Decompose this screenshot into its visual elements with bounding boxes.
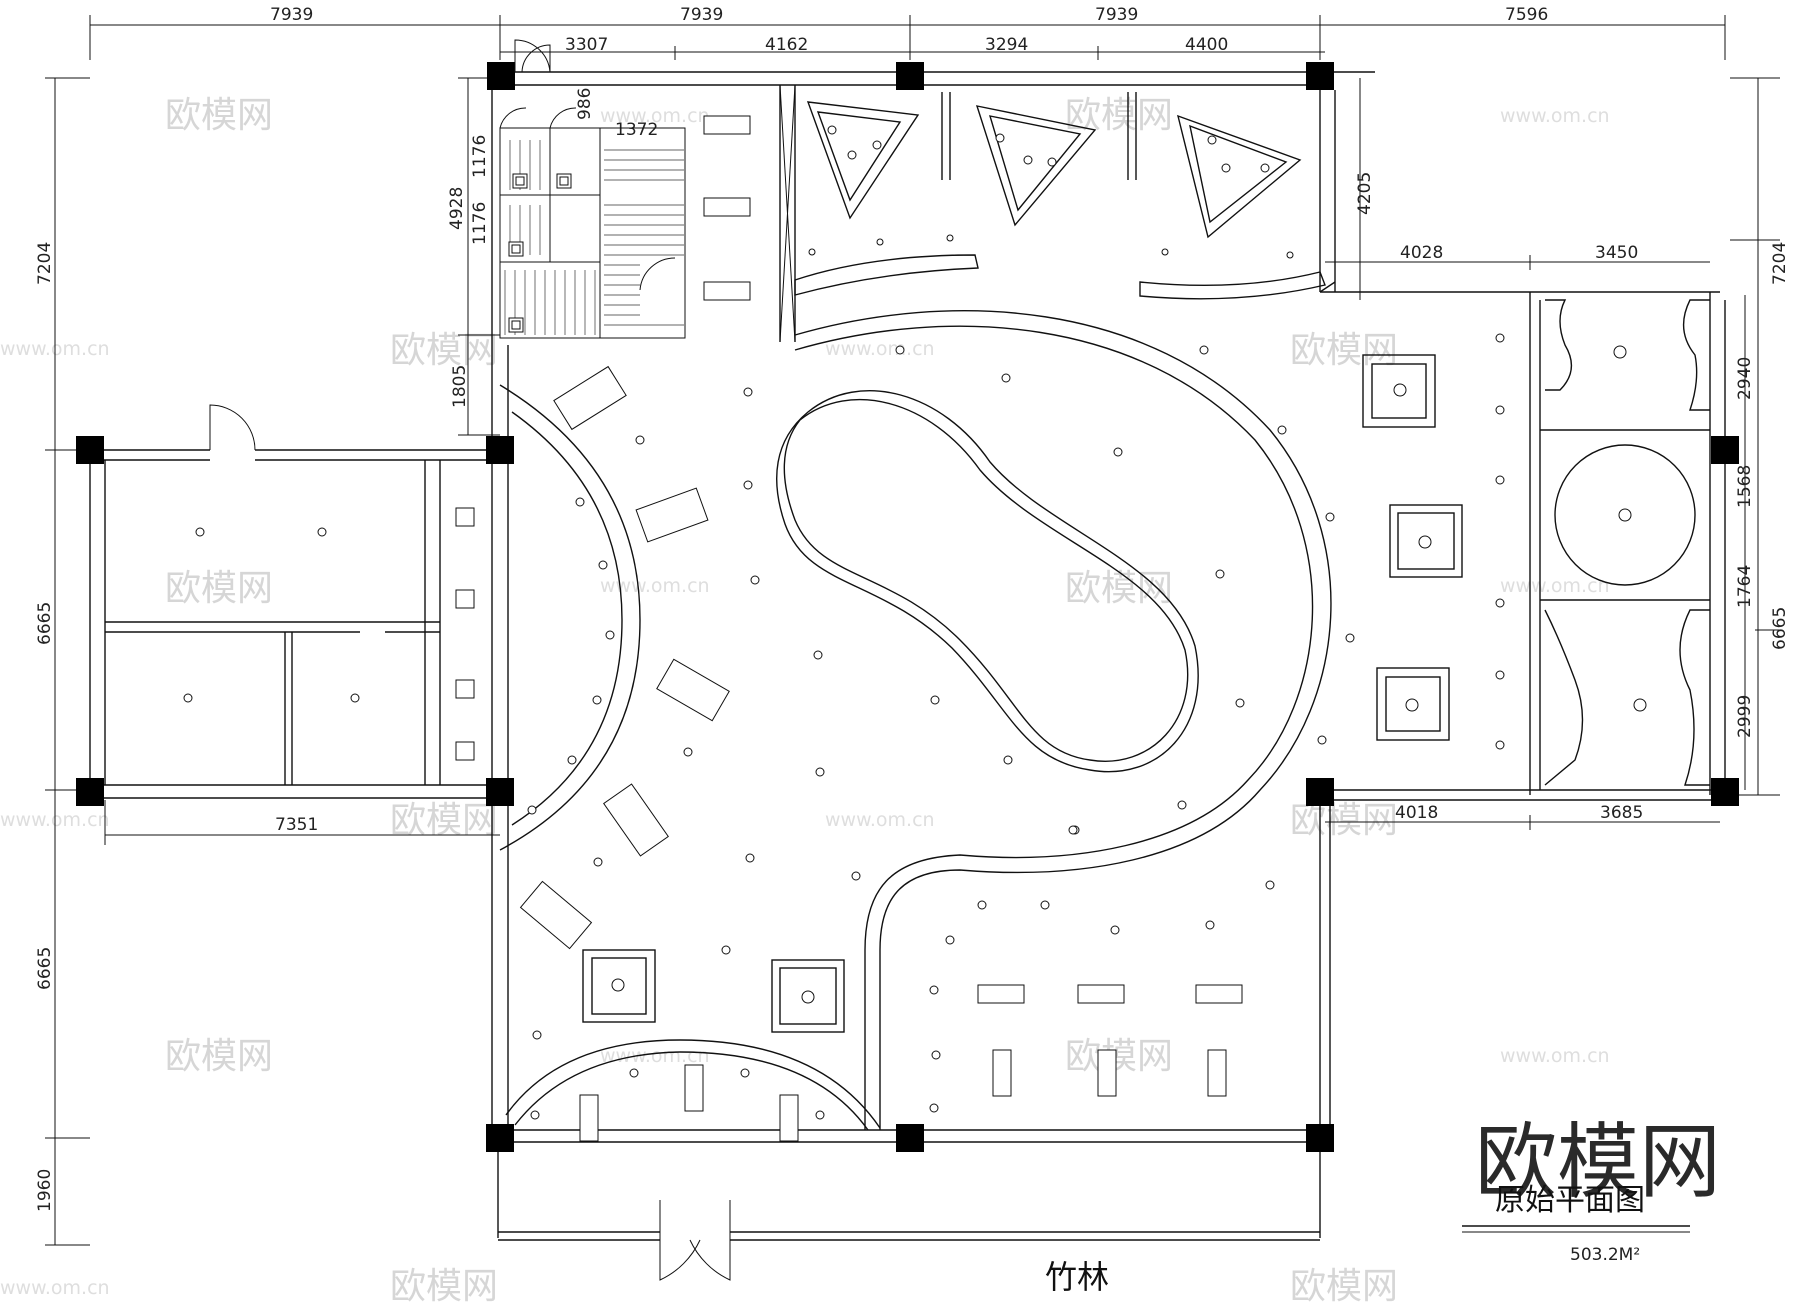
walls	[89, 71, 1726, 1241]
dimension-label: 6665	[35, 602, 55, 645]
watermark-url: www.om.cn	[1500, 575, 1610, 597]
watermark-url: www.om.cn	[600, 1045, 710, 1067]
dimension-label: 1764	[1735, 565, 1755, 608]
dimension-label: 7939	[270, 5, 313, 25]
watermark-url: www.om.cn	[600, 575, 710, 597]
dimension-label: 1372	[615, 120, 658, 140]
dimension-label: 3685	[1600, 803, 1643, 823]
column	[1306, 1124, 1334, 1152]
dimension-lines	[45, 15, 1780, 1246]
column	[1711, 778, 1739, 806]
dimension-label: 7939	[1095, 5, 1138, 25]
entrance-door	[659, 1200, 731, 1281]
column	[487, 62, 515, 90]
dimension-label: 2999	[1735, 695, 1755, 738]
downlights	[183, 125, 1647, 1120]
dimension-label: 4205	[1355, 172, 1375, 215]
dimension-label: 3307	[565, 35, 608, 55]
dimension-label: 4400	[1185, 35, 1228, 55]
dimension-label: 1960	[35, 1169, 55, 1212]
ceiling-features	[499, 84, 1332, 1131]
watermark-brand: 欧模网	[1290, 330, 1398, 371]
column	[896, 1124, 924, 1152]
dimension-label: 6665	[35, 947, 55, 990]
column	[1306, 62, 1334, 90]
watermark-brand: 欧模网	[1065, 95, 1173, 136]
watermark-url: www.om.cn	[825, 809, 935, 831]
column	[76, 436, 104, 464]
watermark-url: www.om.cn	[1500, 1045, 1610, 1067]
dimension-label: 7596	[1505, 5, 1548, 25]
dimension-label: 1805	[450, 365, 470, 408]
area-label: 503.2M²	[1570, 1245, 1640, 1265]
watermark-url: www.om.cn	[600, 105, 710, 127]
watermark-url: www.om.cn	[1500, 105, 1610, 127]
light-panels	[455, 115, 1710, 1142]
bamboo-label: 竹林	[1045, 1258, 1109, 1296]
watermark-brand: 欧模网	[1290, 800, 1398, 841]
dimension-label: 1176	[470, 135, 490, 178]
dimension-label: 3294	[985, 35, 1028, 55]
dimension-label: 1176	[470, 202, 490, 245]
watermark-brand: 欧模网	[390, 1266, 498, 1304]
dimension-label: 4162	[765, 35, 808, 55]
dimension-label: 4928	[447, 187, 467, 230]
watermark-brand: 欧模网	[1065, 1036, 1173, 1077]
column	[486, 778, 514, 806]
dimension-label: 7939	[680, 5, 723, 25]
column	[1306, 778, 1334, 806]
column	[486, 436, 514, 464]
dimension-label: 7351	[275, 815, 318, 835]
dimension-label: 1568	[1735, 465, 1755, 508]
column	[896, 62, 924, 90]
watermark-brand: 欧模网	[390, 330, 498, 371]
watermark-url: www.om.cn	[825, 338, 935, 360]
watermark-layer: 欧模网 欧模网 欧模网 欧模网 欧模网 欧模网 欧模网 欧模网 欧模网 欧模网 …	[0, 95, 1610, 1304]
watermark-brand: 欧模网	[165, 568, 273, 609]
dimension-label: 4028	[1400, 243, 1443, 263]
dimension-label: 2940	[1735, 357, 1755, 400]
dimension-label: 986	[575, 88, 595, 120]
plan-title: 原始平面图	[1495, 1183, 1645, 1218]
dimension-label: 7204	[35, 242, 55, 285]
toilet-block	[499, 39, 686, 339]
watermark-brand: 欧模网	[390, 800, 498, 841]
column	[76, 778, 104, 806]
watermark-brand: 欧模网	[1290, 1266, 1398, 1304]
dimension-label: 7204	[1770, 242, 1790, 285]
dimension-label: 3450	[1595, 243, 1638, 263]
watermark-brand: 欧模网	[165, 95, 273, 136]
column	[486, 1124, 514, 1152]
dimension-label: 6665	[1770, 607, 1790, 650]
watermark-url: www.om.cn	[0, 1277, 110, 1299]
dimension-label: 4018	[1395, 803, 1438, 823]
watermark-brand: 欧模网	[165, 1036, 273, 1077]
column	[1711, 436, 1739, 464]
structural-columns	[76, 62, 1739, 1152]
brand-watermark-large: 欧模网	[1475, 1115, 1721, 1210]
